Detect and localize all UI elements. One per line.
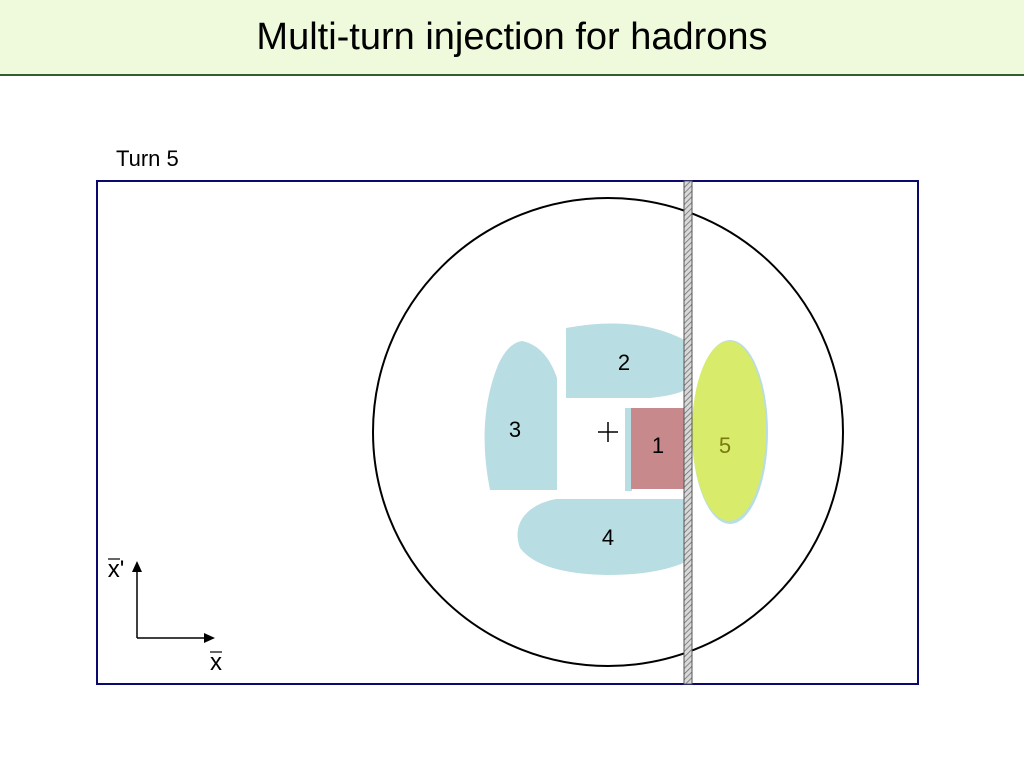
acceptance-ellipse: [372, 197, 844, 667]
beamlet-label-4: 4: [602, 525, 614, 550]
turn-label: Turn 5: [116, 146, 179, 171]
title-bar: Multi-turn injection for hadrons: [0, 0, 1024, 76]
beamlet-label-5: 5: [719, 433, 731, 458]
beamlet-label-1: 1: [652, 433, 664, 458]
plus-icon: [598, 422, 618, 442]
phase-space-frame: [96, 180, 919, 685]
beamlet-1: [631, 408, 685, 489]
xprime-axis-arrow-icon: [132, 561, 142, 572]
x-axis-arrow-icon: [204, 633, 215, 643]
xprime-axis-label: x': [108, 556, 125, 583]
beamlet-2: [566, 323, 690, 398]
beamlet-label-2: 2: [618, 350, 630, 375]
beamlet-4: [517, 499, 690, 575]
axes: [132, 561, 215, 643]
beamlet-3: [484, 341, 557, 490]
beamlet-label-3: 3: [509, 417, 521, 442]
septum: [683, 180, 693, 685]
slide-title: Multi-turn injection for hadrons: [256, 16, 768, 58]
x-axis-label: x: [210, 649, 222, 676]
beamlet-5: [692, 341, 766, 521]
beamlet-1-edge: [625, 408, 632, 491]
